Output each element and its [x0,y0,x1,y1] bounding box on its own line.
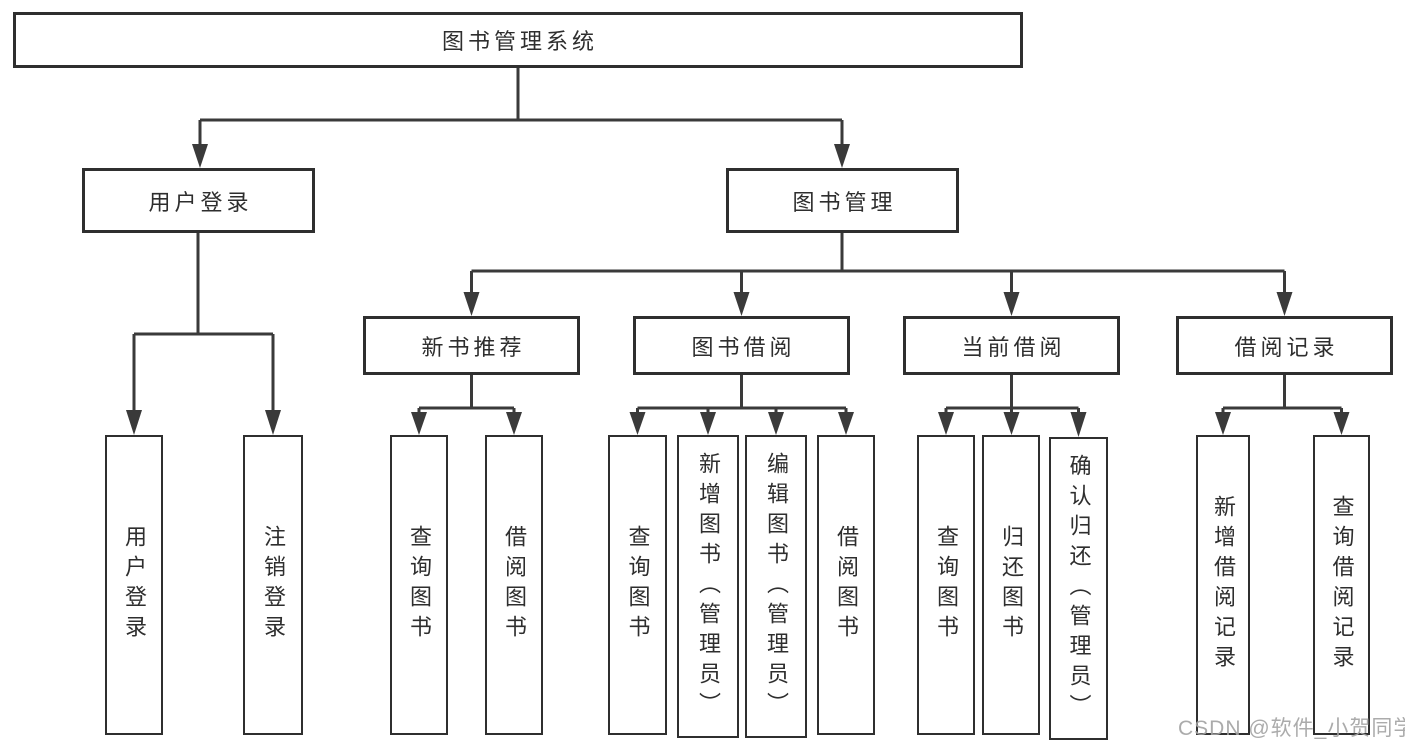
node-edit-book-admin: 编辑图书（管理员） [745,435,807,738]
node-user-login-leaf-label: 用户登录 [122,525,147,645]
node-add-book-admin-label: 新增图书（管理员） [696,451,721,722]
node-current-borrow-label: 当前借阅 [961,334,1066,360]
node-borrow-books-1-label: 借阅图书 [502,525,527,645]
node-add-book-admin: 新增图书（管理员） [677,435,739,738]
node-user-login-leaf: 用户登录 [105,435,163,735]
node-return-book: 归还图书 [982,435,1040,735]
node-add-borrow-record-label: 新增借阅记录 [1211,495,1236,675]
node-query-borrow-record: 查询借阅记录 [1313,435,1370,735]
connector-borrowrec-to-children [1221,375,1343,415]
node-borrow-books-2: 借阅图书 [817,435,875,735]
node-book-management: 图书管理 [726,168,959,233]
node-root-label: 图书管理系统 [441,29,598,54]
node-borrow-records: 借阅记录 [1176,316,1393,375]
node-logout-leaf: 注销登录 [243,435,303,735]
node-borrow-records-label: 借阅记录 [1234,334,1339,360]
node-new-book-recommend-label: 新书推荐 [421,334,526,360]
node-new-book-recommend: 新书推荐 [363,316,580,375]
node-confirm-return-admin: 确认归还（管理员） [1049,437,1108,740]
node-add-borrow-record: 新增借阅记录 [1196,435,1250,735]
csdn-watermark: CSDN @软件_小贺同学 [1178,717,1405,740]
node-borrow-books-1: 借阅图书 [485,435,543,735]
node-book-borrow-label: 图书借阅 [691,334,796,360]
node-root-system: 图书管理系统 [13,12,1023,68]
connector-bookmgmt-to-level3 [470,233,1286,295]
node-user-login: 用户登录 [82,168,315,233]
node-current-borrow: 当前借阅 [903,316,1120,375]
node-confirm-return-admin-label: 确认归还（管理员） [1066,453,1092,724]
connector-curborrow-to-children [944,375,1080,415]
node-query-books-2: 查询图书 [608,435,667,735]
node-query-books-1-label: 查询图书 [407,525,432,645]
node-return-book-label: 归还图书 [999,525,1024,645]
connector-bookborrow-to-children [636,375,848,415]
node-edit-book-admin-label: 编辑图书（管理员） [764,451,789,722]
node-logout-leaf-label: 注销登录 [261,525,286,645]
connector-userlogin-to-children [132,233,275,414]
node-user-login-label: 用户登录 [148,189,253,215]
node-query-borrow-record-label: 查询借阅记录 [1329,495,1355,675]
connector-newbook-to-children [417,375,516,415]
node-book-borrow: 图书借阅 [633,316,850,375]
node-query-books-1: 查询图书 [390,435,448,735]
node-book-management-label: 图书管理 [792,189,897,215]
node-query-books-2-label: 查询图书 [625,525,651,645]
node-query-books-3: 查询图书 [917,435,975,735]
node-query-books-3-label: 查询图书 [934,525,959,645]
node-borrow-books-2-label: 借阅图书 [834,525,859,645]
connector-root-to-level2 [198,68,844,148]
